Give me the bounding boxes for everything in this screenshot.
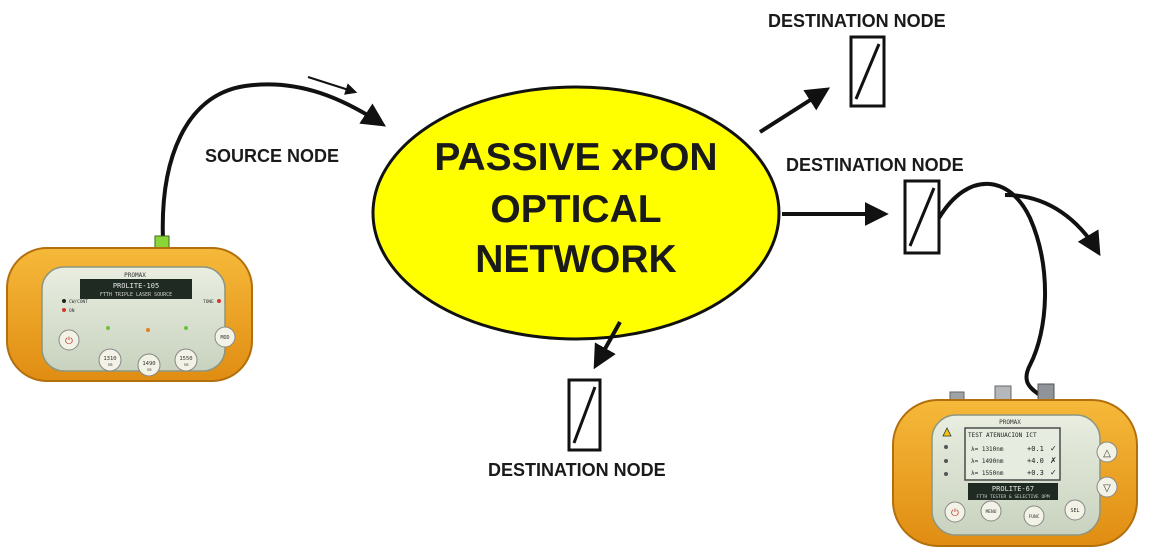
network-ellipse xyxy=(371,85,781,341)
destination-node-middle: DESTINATION NODE xyxy=(782,155,1101,402)
arrow-to-destination-bottom xyxy=(593,321,622,370)
mod-button-label: MOD xyxy=(220,335,229,341)
tester-func-label: FUNC xyxy=(1029,514,1040,520)
screen-title: TEST ATENUACION ICT xyxy=(968,432,1037,439)
tester-screen xyxy=(964,427,1061,481)
button-1310[interactable] xyxy=(98,348,122,372)
source-brand: PROMAX xyxy=(124,272,146,279)
tester-brand: PROMAX xyxy=(999,419,1021,426)
destination-node-bottom-label: DESTINATION NODE xyxy=(488,460,666,480)
tester-device-prolite-67: PROMAX TEST ATENUACION ICT λ= 1310nm +0.… xyxy=(892,383,1138,547)
fiber-cable-source xyxy=(160,82,387,241)
tester-model: PROLITE-67 xyxy=(992,485,1034,493)
led-1310 xyxy=(106,326,110,330)
tester-menu-button[interactable] xyxy=(980,500,1002,522)
mod-button[interactable] xyxy=(214,326,236,348)
down-arrow-icon: ▽ xyxy=(1103,483,1111,494)
passive-xpon-network: PASSIVE xPON OPTICAL NETWORK xyxy=(371,85,781,341)
destination-node-bottom: DESTINATION NODE xyxy=(488,321,666,480)
source-device-prolite-105: PROMAX PROLITE-105 FTTH TRIPLE LASER SOU… xyxy=(6,235,253,382)
source-node-label: SOURCE NODE xyxy=(205,146,339,166)
tester-led-3 xyxy=(944,472,948,476)
source-subtitle: FTTH TRIPLE LASER SOURCE xyxy=(100,292,172,298)
screen-row-1-val: +0.1 xyxy=(1027,445,1044,453)
led-1550 xyxy=(184,326,188,330)
tester-led-2 xyxy=(944,459,948,463)
screen-row-2-val: +4.0 xyxy=(1027,457,1044,465)
tester-led-1 xyxy=(944,445,948,449)
network-title-line1: PASSIVE xPON xyxy=(434,136,717,179)
screen-row-1-wl: λ= 1310nm xyxy=(971,446,1004,453)
tester-sel-button[interactable] xyxy=(1064,499,1086,521)
button-1550-label: 1550 xyxy=(179,356,192,362)
source-model: PROLITE-105 xyxy=(113,282,159,290)
source-led-right: TONE xyxy=(203,299,214,305)
curved-arrow-to-tester xyxy=(1004,193,1101,257)
led-1490 xyxy=(146,328,150,332)
button-1490-sub: nm xyxy=(147,367,152,372)
destination-node-top: DESTINATION NODE xyxy=(758,11,946,134)
network-title-line3: NETWORK xyxy=(475,238,676,281)
led-tone xyxy=(217,299,221,303)
source-connection: SOURCE NODE xyxy=(160,76,387,241)
button-1310-label: 1310 xyxy=(103,356,116,362)
cross-icon: ✗ xyxy=(1050,456,1057,465)
destination-node-middle-label: DESTINATION NODE xyxy=(786,155,964,175)
screen-row-2-wl: λ= 1490nm xyxy=(971,458,1004,465)
led-on xyxy=(62,308,66,312)
screen-row-3-wl: λ= 1550nm xyxy=(971,470,1004,477)
button-1550[interactable] xyxy=(174,348,198,372)
up-arrow-icon: △ xyxy=(1103,448,1111,459)
power-button[interactable] xyxy=(58,329,80,351)
fiber-cable-destination xyxy=(937,181,1048,402)
tester-down-button[interactable] xyxy=(1096,476,1118,498)
warning-icon xyxy=(942,427,952,437)
tester-subtitle: FTTH TESTER & SELECTIVE OPM xyxy=(976,494,1049,500)
screen-row-3-val: +0.3 xyxy=(1027,469,1044,477)
button-1550-sub: nm xyxy=(184,362,189,367)
tester-power-button[interactable] xyxy=(944,501,966,523)
tester-func-button[interactable] xyxy=(1023,505,1045,527)
source-title-bar xyxy=(80,279,192,299)
tester-sel-label: SEL xyxy=(1070,508,1079,514)
splitter-slash-top xyxy=(854,43,881,100)
source-led-left-1: CW/CONT xyxy=(69,299,88,305)
button-1490[interactable] xyxy=(137,353,161,377)
check-icon: ✓ xyxy=(1050,444,1057,453)
tester-title-bar xyxy=(968,483,1058,500)
power-icon: ⏻ xyxy=(951,508,959,519)
splitter-slash-middle xyxy=(908,187,936,247)
arrow-to-destination-top xyxy=(758,87,831,134)
button-1490-label: 1490 xyxy=(142,361,155,367)
source-led-left-2: ON xyxy=(69,308,75,314)
destination-node-top-label: DESTINATION NODE xyxy=(768,11,946,31)
signal-direction-arrow xyxy=(307,76,358,95)
splitter-slash-bottom xyxy=(572,386,597,444)
network-title-line2: OPTICAL xyxy=(490,188,661,231)
check-icon: ✓ xyxy=(1050,468,1057,477)
power-icon: ⏻ xyxy=(65,336,73,347)
tester-menu-label: MENU xyxy=(986,509,997,515)
button-1310-sub: nm xyxy=(108,362,113,367)
tester-up-button[interactable] xyxy=(1096,441,1118,463)
led-cw xyxy=(62,299,66,303)
